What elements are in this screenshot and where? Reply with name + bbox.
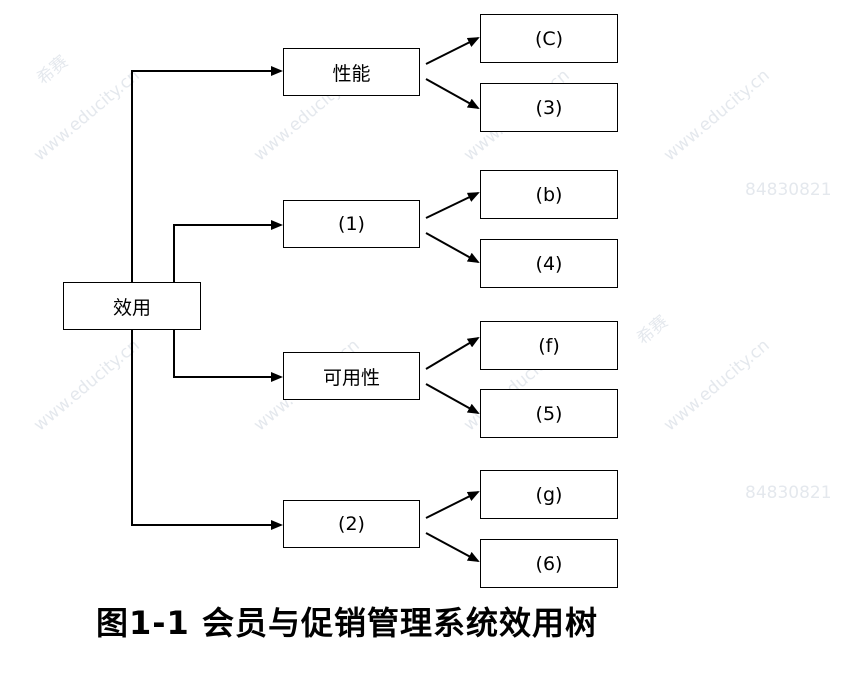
branch-4-leaf-2 [425, 532, 480, 562]
branch-node-blank-1: (1) [283, 200, 420, 248]
branch-3-leaf-1 [425, 336, 480, 370]
leaf-node: (6) [480, 539, 618, 588]
leaf-node: (b) [480, 170, 618, 219]
trunk-to-branch-3 [173, 330, 283, 382]
branch-3-leaf-2 [425, 383, 480, 414]
trunk-to-branch-1 [131, 66, 283, 282]
branch-node-blank-2: (2) [283, 500, 420, 548]
leaf-node: (3) [480, 83, 618, 132]
leaf-node: (5) [480, 389, 618, 438]
branch-2-leaf-1 [425, 192, 480, 219]
root-node: 效用 [63, 282, 201, 330]
branch-1-leaf-2 [425, 78, 480, 109]
leaf-node: (4) [480, 239, 618, 288]
leaf-node: (g) [480, 470, 618, 519]
branch-1-leaf-1 [425, 37, 480, 65]
watermark-number: 84830821 [745, 483, 832, 503]
branch-node-performance: 性能 [283, 48, 420, 96]
trunk-to-branch-4 [131, 330, 283, 530]
watermark-number: 84830821 [745, 180, 832, 200]
branch-2-leaf-2 [425, 232, 480, 263]
figure-caption: 图1-1 会员与促销管理系统效用树 [96, 604, 598, 642]
branch-node-availability: 可用性 [283, 352, 420, 400]
leaf-node: (C) [480, 14, 618, 63]
leaf-node: (f) [480, 321, 618, 370]
trunk-to-branch-2 [173, 220, 283, 282]
branch-4-leaf-1 [425, 491, 480, 519]
